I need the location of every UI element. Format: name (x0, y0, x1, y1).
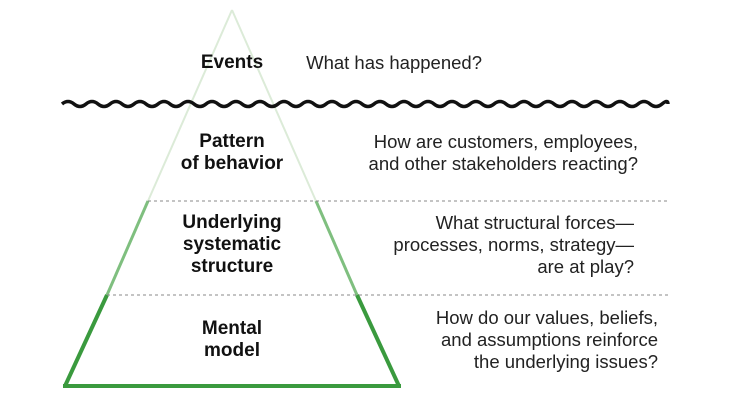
level-question-structure: What structural forces— processes, norms… (393, 212, 634, 277)
level-label-structure: Underlying systematic structure (182, 212, 282, 277)
pyramid-left-edge-dark (63, 294, 109, 387)
pyramid-right-edge-mid (314, 200, 359, 296)
level-label-pattern: Pattern of behavior (180, 131, 284, 174)
level-label-events: Events (200, 52, 264, 73)
level-question-mental-model: How do our values, beliefs, and assumpti… (435, 307, 658, 372)
pyramid-left-edge-light (147, 9, 233, 202)
level-question-events: What has happened? (306, 52, 482, 73)
pyramid-right-edge-dark (355, 294, 401, 387)
level-label-mental-model: Mental model (201, 318, 263, 361)
pyramid-left-edge-mid (105, 200, 150, 296)
level-question-pattern: How are customers, employees, and other … (368, 131, 638, 174)
waterline-wave (60, 99, 670, 109)
